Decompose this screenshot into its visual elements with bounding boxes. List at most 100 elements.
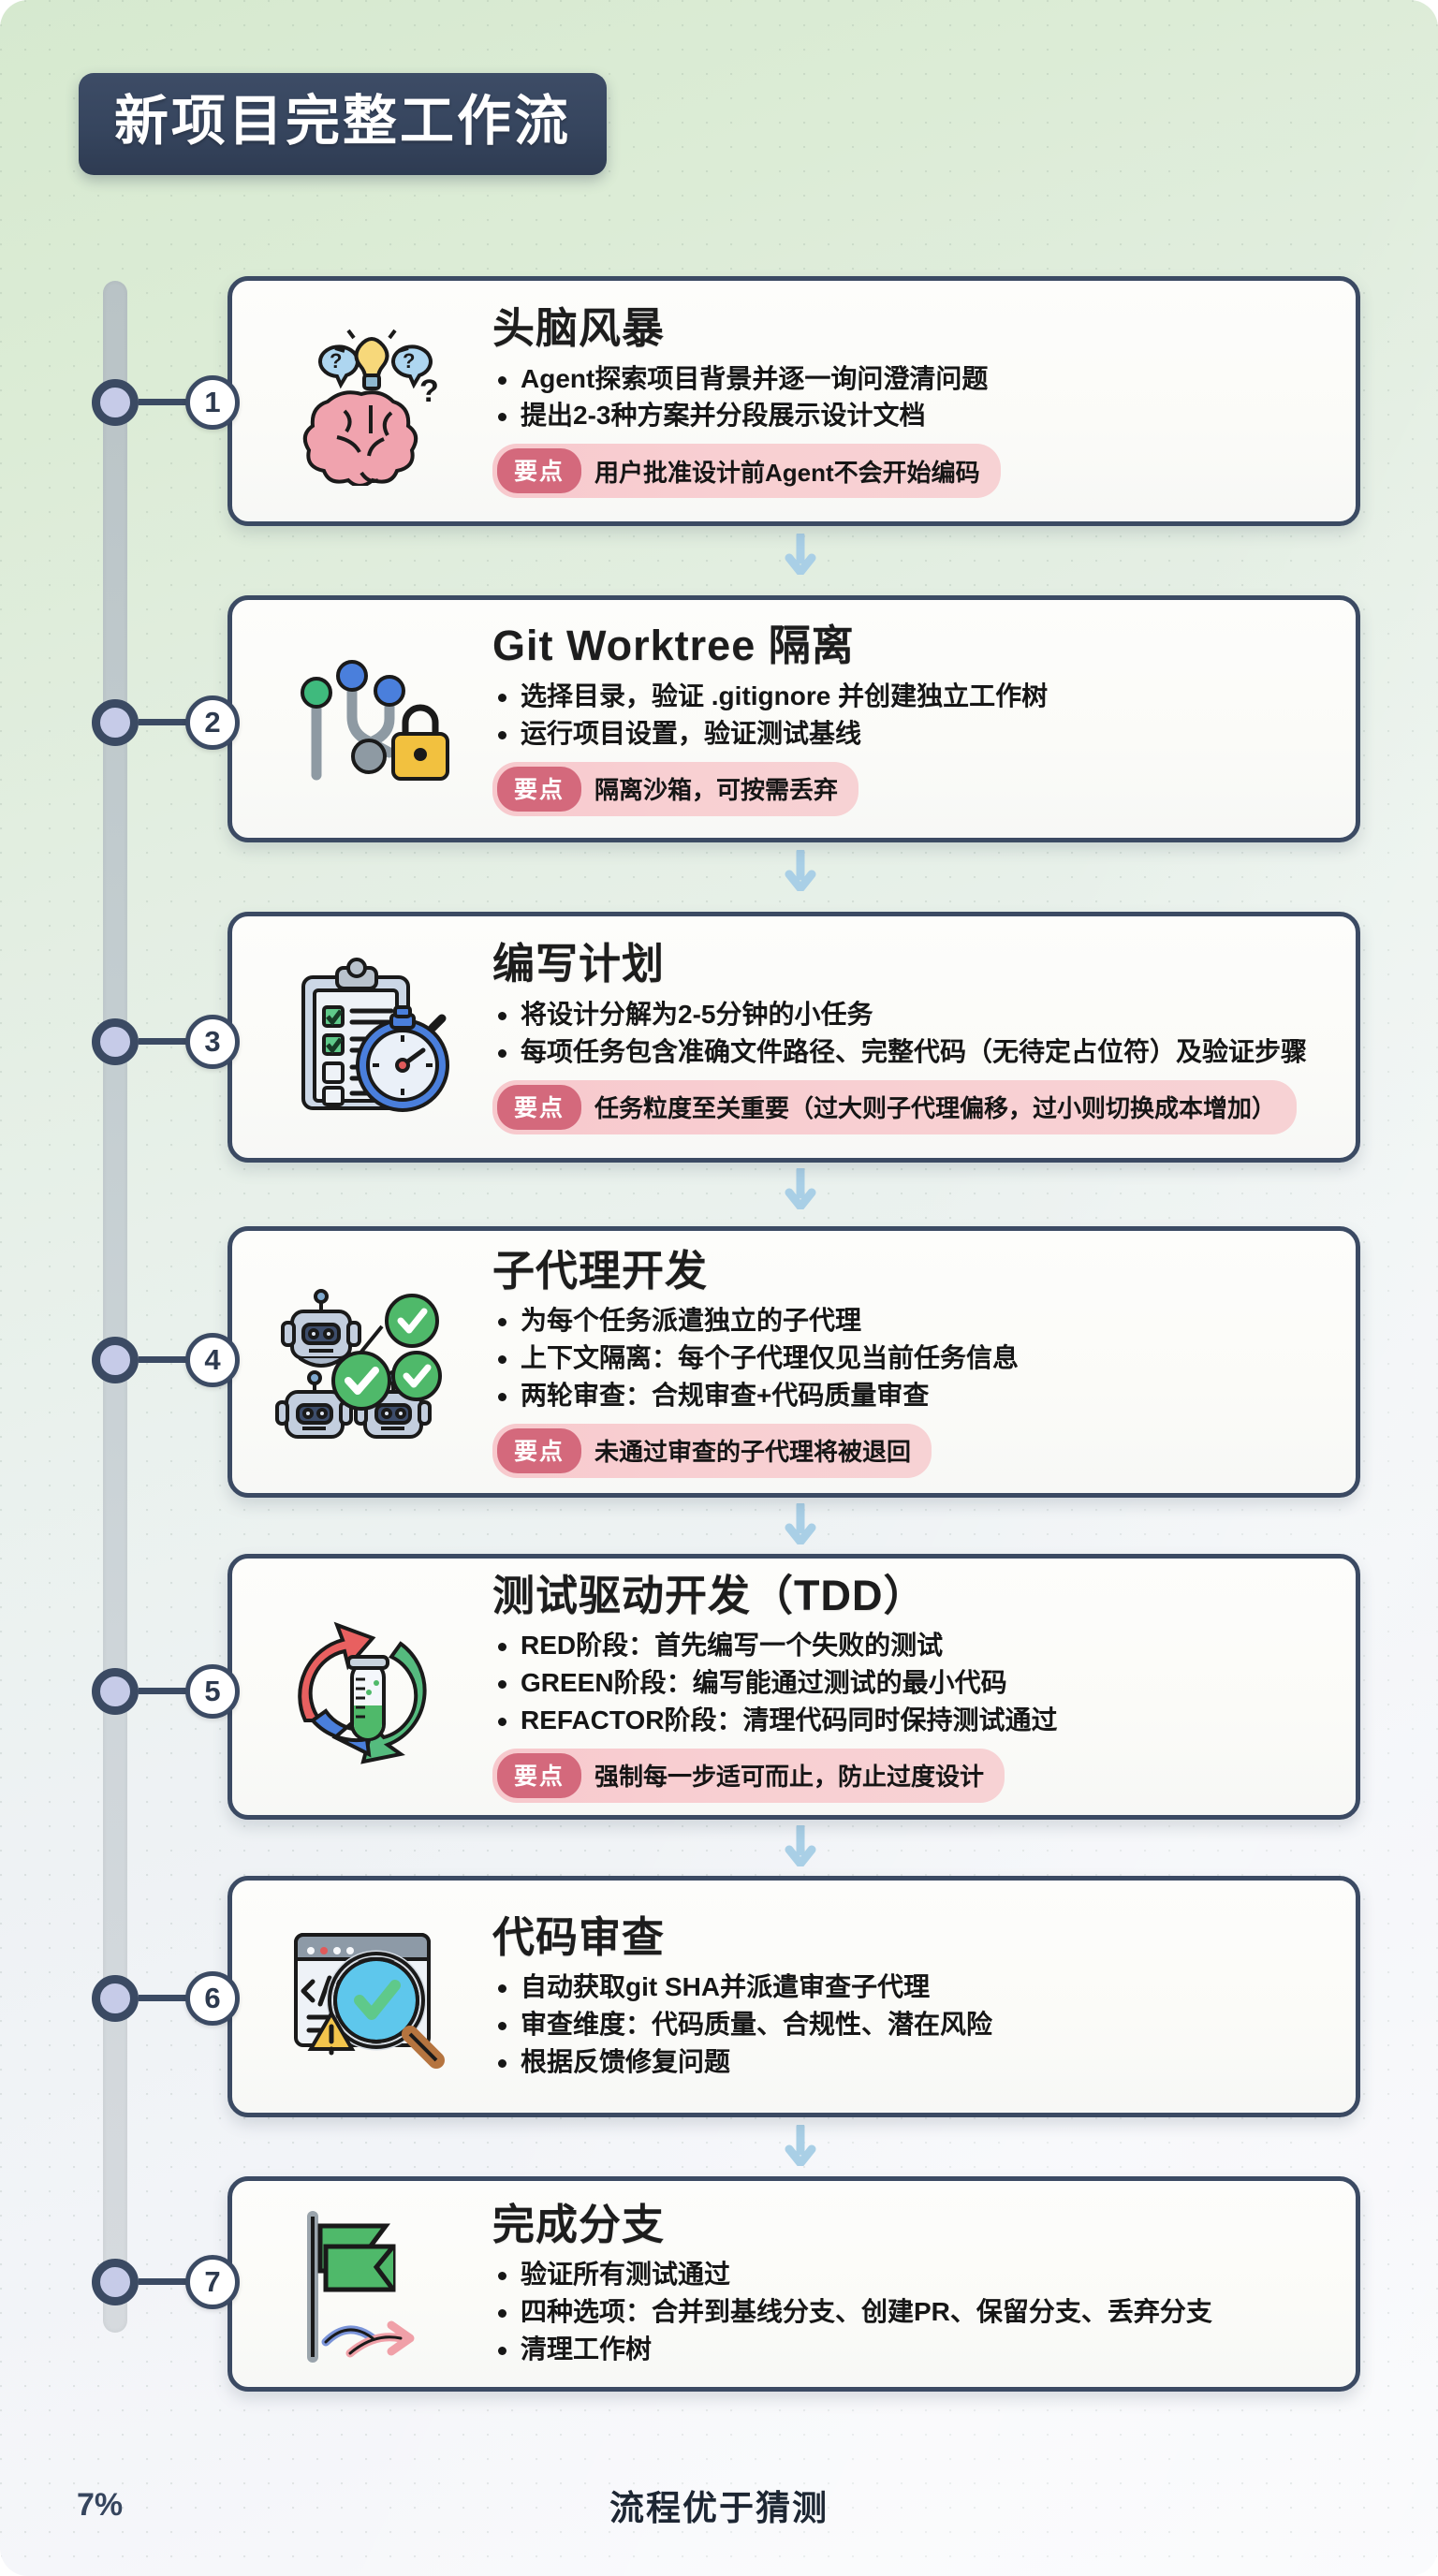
step-number-4: 4 [185, 1333, 240, 1387]
step-title-1: 头脑风暴 [492, 303, 666, 352]
bullet: 审查维度：代码质量、合规性、潜在风险 [492, 2006, 1328, 2043]
bullet: 选择目录，验证 .gitignore 并创建独立工作树 [492, 678, 1328, 715]
step-bullets-2: 选择目录，验证 .gitignore 并创建独立工作树 运行项目设置，验证测试基… [492, 678, 1328, 753]
flow-arrow-4 [782, 1503, 819, 1544]
code-review-magnifier-icon [253, 1897, 487, 2096]
step-body-6: 代码审查 自动获取git SHA并派遣审查子代理 审查维度：代码质量、合规性、潜… [487, 1913, 1331, 2081]
timeline-connector-6 [139, 1995, 223, 2001]
keypoint-text: 强制每一步适可而止，防止过度设计 [594, 1763, 985, 1791]
step-title-6: 代码审查 [492, 1912, 666, 1961]
page-title-wrap: 新项目完整工作流 [79, 73, 608, 175]
timeline-node-2 [92, 699, 139, 746]
step-keypoint-5: 要点 强制每一步适可而止，防止过度设计 [492, 1748, 1005, 1803]
bullet: 为每个任务派遣独立的子代理 [492, 1302, 1328, 1339]
step-bullets-4: 为每个任务派遣独立的子代理 上下文隔离：每个子代理仅见当前任务信息 两轮审查：合… [492, 1302, 1328, 1413]
step-number-7: 7 [185, 2255, 240, 2309]
step-bullets-1: Agent探索项目背景并逐一询问澄清问题 提出2-3种方案并分段展示设计文档 [492, 360, 1328, 435]
keypoint-text: 任务粒度至关重要（过大则子代理偏移，过小则切换成本增加） [594, 1094, 1277, 1123]
keypoint-label: 要点 [497, 1427, 582, 1473]
tdd-cycle-testtube-icon [253, 1575, 487, 1798]
bullet: 四种选项：合并到基线分支、创建PR、保留分支、丢弃分支 [492, 2293, 1328, 2331]
keypoint-text: 隔离沙箱，可按需丢弃 [594, 776, 839, 805]
step-bullets-7: 验证所有测试通过 四种选项：合并到基线分支、创建PR、保留分支、丢弃分支 清理工… [492, 2256, 1328, 2367]
bullet: 两轮审查：合规审查+代码质量审查 [492, 1377, 1328, 1414]
timeline-connector-2 [139, 719, 223, 725]
bullet: 每项任务包含准确文件路径、完整代码（无待定占位符）及验证步骤 [492, 1033, 1328, 1071]
page-title: 新项目完整工作流 [79, 73, 608, 175]
timeline-rail [103, 281, 127, 2333]
bullet: GREEN阶段：编写能通过测试的最小代码 [492, 1664, 1328, 1702]
bullet: 上下文隔离：每个子代理仅见当前任务信息 [492, 1339, 1328, 1377]
timeline-connector-4 [139, 1356, 223, 1363]
bullet: REFACTOR阶段：清理代码同时保持测试通过 [492, 1702, 1328, 1739]
timeline-connector-1 [139, 399, 223, 405]
step-card-2[interactable]: Git Worktree 隔离 选择目录，验证 .gitignore 并创建独立… [227, 595, 1360, 842]
bullet: RED阶段：首先编写一个失败的测试 [492, 1627, 1328, 1664]
step-body-3: 编写计划 将设计分解为2-5分钟的小任务 每项任务包含准确文件路径、完整代码（无… [487, 940, 1331, 1134]
step-bullets-5: RED阶段：首先编写一个失败的测试 GREEN阶段：编写能通过测试的最小代码 R… [492, 1627, 1328, 1738]
step-number-3: 3 [185, 1015, 240, 1069]
flow-arrow-5 [782, 1825, 819, 1866]
flow-arrow-6 [782, 2125, 819, 2166]
timeline-node-1 [92, 379, 139, 426]
keypoint-label: 要点 [497, 1084, 582, 1130]
bullet: 清理工作树 [492, 2331, 1328, 2368]
brainstorm-brain-icon: ? ? ? [253, 298, 487, 505]
bullet: 将设计分解为2-5分钟的小任务 [492, 996, 1328, 1033]
step-card-7[interactable]: 完成分支 验证所有测试通过 四种选项：合并到基线分支、创建PR、保留分支、丢弃分… [227, 2176, 1360, 2392]
git-branch-lock-icon [253, 617, 487, 821]
step-body-5: 测试驱动开发（TDD） RED阶段：首先编写一个失败的测试 GREEN阶段：编写… [487, 1572, 1331, 1803]
step-card-3[interactable]: 编写计划 将设计分解为2-5分钟的小任务 每项任务包含准确文件路径、完整代码（无… [227, 912, 1360, 1163]
flow-arrow-1 [782, 534, 819, 575]
footer-tagline: 流程优于猜测 [609, 2489, 829, 2527]
step-number-6: 6 [185, 1971, 240, 2026]
timeline-node-3 [92, 1018, 139, 1065]
step-body-4: 子代理开发 为每个任务派遣独立的子代理 上下文隔离：每个子代理仅见当前任务信息 … [487, 1247, 1331, 1478]
progress-percent: 7% [77, 2486, 124, 2523]
bullet: 自动获取git SHA并派遣审查子代理 [492, 1969, 1328, 2006]
step-body-1: 头脑风暴 Agent探索项目背景并逐一询问澄清问题 提出2-3种方案并分段展示设… [487, 303, 1331, 499]
timeline-connector-3 [139, 1038, 223, 1045]
timeline-connector-7 [139, 2278, 223, 2285]
keypoint-label: 要点 [497, 1752, 582, 1798]
step-keypoint-4: 要点 未通过审查的子代理将被退回 [492, 1423, 932, 1478]
flow-arrow-3 [782, 1168, 819, 1209]
flow-arrow-2 [782, 850, 819, 891]
svg-text:?: ? [330, 349, 342, 373]
step-title-2: Git Worktree 隔离 [492, 622, 855, 670]
step-bullets-3: 将设计分解为2-5分钟的小任务 每项任务包含准确文件路径、完整代码（无待定占位符… [492, 996, 1328, 1071]
bullet: Agent探索项目背景并逐一询问澄清问题 [492, 360, 1328, 398]
keypoint-text: 未通过审查的子代理将被退回 [594, 1438, 912, 1466]
step-title-7: 完成分支 [492, 2200, 666, 2248]
step-keypoint-1: 要点 用户批准设计前Agent不会开始编码 [492, 444, 1001, 499]
step-keypoint-2: 要点 隔离沙箱，可按需丢弃 [492, 761, 859, 816]
keypoint-label: 要点 [497, 448, 582, 494]
step-bullets-6: 自动获取git SHA并派遣审查子代理 审查维度：代码质量、合规性、潜在风险 根… [492, 1969, 1328, 2080]
keypoint-text: 用户批准设计前Agent不会开始编码 [594, 458, 980, 487]
step-number-5: 5 [185, 1664, 240, 1719]
timeline-node-5 [92, 1668, 139, 1715]
step-number-2: 2 [185, 695, 240, 750]
step-card-6[interactable]: 代码审查 自动获取git SHA并派遣审查子代理 审查维度：代码质量、合规性、潜… [227, 1876, 1360, 2117]
bullet: 根据反馈修复问题 [492, 2043, 1328, 2081]
finish-flag-merge-icon [253, 2198, 487, 2370]
step-card-5[interactable]: 测试驱动开发（TDD） RED阶段：首先编写一个失败的测试 GREEN阶段：编写… [227, 1554, 1360, 1820]
step-number-1: 1 [185, 375, 240, 430]
step-card-4[interactable]: 子代理开发 为每个任务派遣独立的子代理 上下文隔离：每个子代理仅见当前任务信息 … [227, 1226, 1360, 1498]
clipboard-stopwatch-icon [253, 933, 487, 1141]
step-body-2: Git Worktree 隔离 选择目录，验证 .gitignore 并创建独立… [487, 622, 1331, 816]
timeline-node-4 [92, 1337, 139, 1383]
keypoint-label: 要点 [497, 766, 582, 812]
step-keypoint-3: 要点 任务粒度至关重要（过大则子代理偏移，过小则切换成本增加） [492, 1079, 1298, 1134]
timeline-node-6 [92, 1975, 139, 2022]
bullet: 提出2-3种方案并分段展示设计文档 [492, 397, 1328, 434]
svg-text:?: ? [419, 373, 439, 409]
timeline-node-7 [92, 2259, 139, 2305]
step-card-1[interactable]: ? ? ? 头脑风暴 Agent探索项目背景并逐一询问澄清问题 提出2-3种方案… [227, 276, 1360, 526]
bullet: 验证所有测试通过 [492, 2256, 1328, 2293]
step-body-7: 完成分支 验证所有测试通过 四种选项：合并到基线分支、创建PR、保留分支、丢弃分… [487, 2201, 1331, 2368]
robots-checkmarks-icon [253, 1248, 487, 1476]
svg-text:?: ? [403, 349, 415, 373]
bullet: 运行项目设置，验证测试基线 [492, 715, 1328, 753]
